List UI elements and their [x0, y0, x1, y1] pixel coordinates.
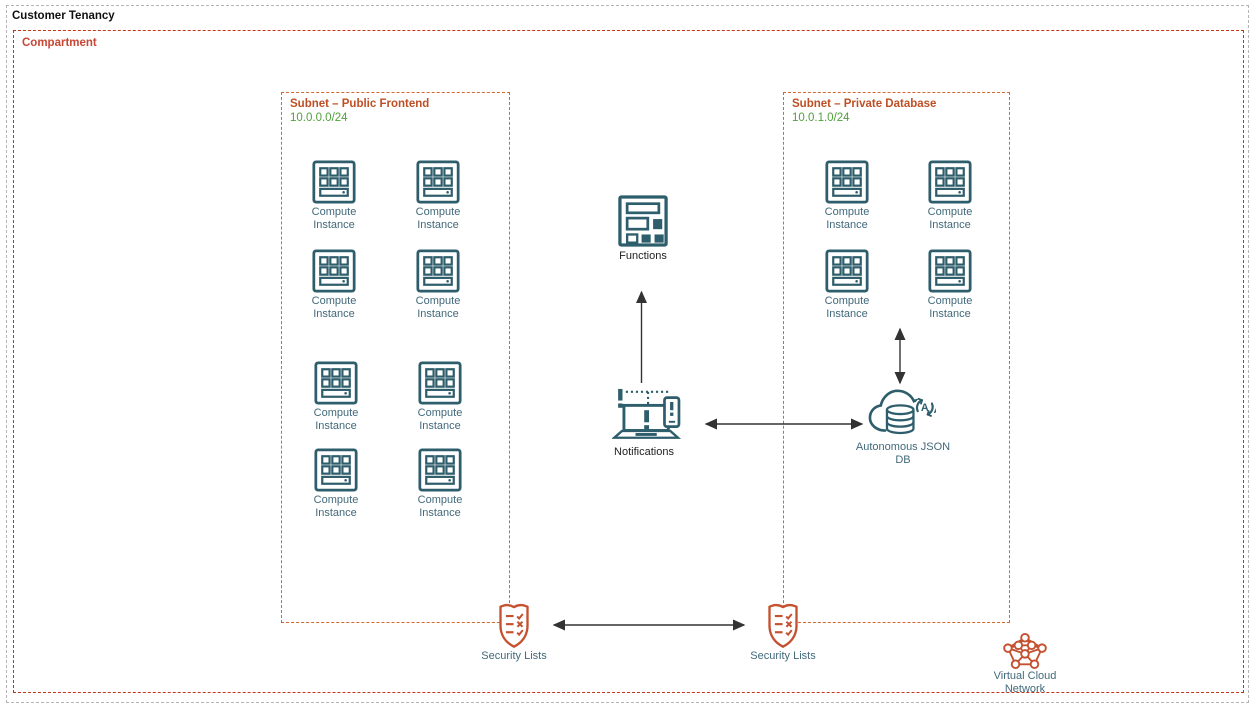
compute-icon [416, 160, 460, 204]
functions-node [618, 195, 668, 247]
security-lists-right-label: Security Lists [750, 650, 816, 662]
compute-instance-label: Compute Instance [415, 295, 461, 320]
compute-icon [416, 249, 460, 293]
autonomous-json-db-node [866, 387, 942, 440]
compute-instance-label: Compute Instance [824, 295, 870, 320]
vcn-label-line1: Virtual Cloud [993, 670, 1057, 682]
subnet-public-title: Subnet – Public Frontend [290, 98, 430, 110]
compute-instance-node [418, 361, 462, 405]
autonomous-json-db-label-line1: Autonomous JSON [855, 441, 951, 453]
compute-instance-label: Compute Instance [417, 494, 463, 519]
compute-instance-node [928, 249, 972, 293]
shield-icon [765, 602, 801, 649]
compute-instance-node [825, 249, 869, 293]
compute-icon [418, 448, 462, 492]
compute-icon [314, 361, 358, 405]
compute-instance-node [825, 160, 869, 204]
notifications-node [612, 388, 688, 444]
compute-icon [825, 160, 869, 204]
notifications-label: Notifications [614, 446, 674, 458]
compartment-box: Compartment [13, 30, 1244, 693]
security-lists-right-node [765, 602, 801, 649]
subnet-public-frontend-box: Subnet – Public Frontend 10.0.0.0/24 [281, 92, 510, 623]
autonomous-json-db-label: Autonomous JSON DB [853, 441, 953, 466]
compute-instance-node [418, 448, 462, 492]
compute-instance-label: Compute Instance [311, 295, 357, 320]
compute-instance-node [312, 249, 356, 293]
compute-instance-label: Compute Instance [927, 206, 973, 231]
compute-instance-label: Compute Instance [417, 407, 463, 432]
compute-icon [825, 249, 869, 293]
functions-label: Functions [619, 250, 667, 262]
subnet-public-cidr: 10.0.0.0/24 [290, 112, 348, 124]
compute-icon [418, 361, 462, 405]
compute-instance-node [416, 160, 460, 204]
compute-instance-label: Compute Instance [313, 494, 359, 519]
vcn-label-line2: Network [1004, 682, 1046, 695]
customer-tenancy-label: Customer Tenancy [12, 10, 115, 22]
virtual-cloud-network-label: Virtual Cloud Network [980, 670, 1070, 695]
compute-instance-label: Compute Instance [313, 407, 359, 432]
compute-instance-node [314, 448, 358, 492]
security-lists-left-node [496, 602, 532, 649]
functions-icon [618, 195, 668, 247]
database-cloud-icon [866, 387, 942, 440]
compute-instance-node [312, 160, 356, 204]
virtual-cloud-network-node [1003, 633, 1047, 669]
vcn-icon [1003, 633, 1047, 669]
compute-instance-label: Compute Instance [824, 206, 870, 231]
customer-tenancy-box [6, 5, 1249, 703]
compute-instance-node [928, 160, 972, 204]
compute-icon [928, 160, 972, 204]
subnet-private-cidr: 10.0.1.0/24 [792, 112, 850, 124]
compute-instance-label: Compute Instance [311, 206, 357, 231]
subnet-private-title: Subnet – Private Database [792, 98, 937, 110]
compute-instance-node [416, 249, 460, 293]
compute-instance-node [314, 361, 358, 405]
security-lists-left-label: Security Lists [481, 650, 547, 662]
compute-icon [312, 160, 356, 204]
autonomous-json-db-label-line2: DB [895, 453, 911, 466]
compute-icon [312, 249, 356, 293]
compute-icon [928, 249, 972, 293]
compute-icon [314, 448, 358, 492]
subnet-private-database-box: Subnet – Private Database 10.0.1.0/24 [783, 92, 1010, 623]
compartment-label: Compartment [22, 37, 97, 49]
compute-instance-label: Compute Instance [415, 206, 461, 231]
compute-instance-label: Compute Instance [927, 295, 973, 320]
shield-icon [496, 602, 532, 649]
notifications-icon [612, 388, 688, 444]
